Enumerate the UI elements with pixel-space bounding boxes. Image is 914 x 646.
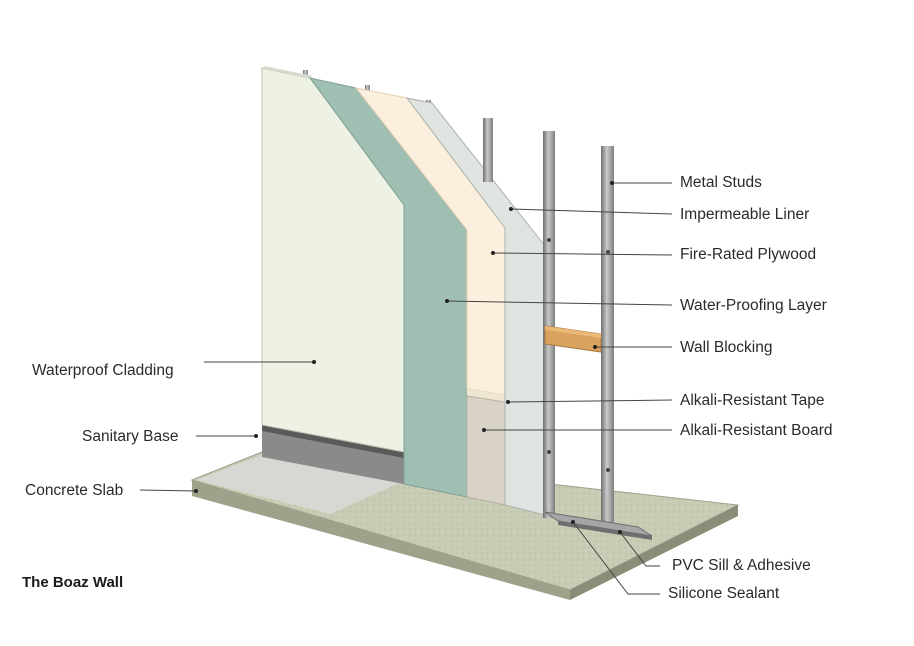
metal-studs bbox=[483, 118, 614, 523]
concrete-slab bbox=[190, 451, 740, 600]
label-pvc-sill-adhesive: PVC Sill & Adhesive bbox=[672, 557, 811, 574]
pvc-sill bbox=[544, 511, 653, 540]
label-silicone-sealant: Silicone Sealant bbox=[668, 585, 780, 602]
waterproof-cladding bbox=[261, 66, 405, 453]
leader-lines bbox=[139, 181, 673, 595]
label-waterproof-cladding: Waterproof Cladding bbox=[32, 362, 174, 379]
label-water-proofing-layer: Water-Proofing Layer bbox=[680, 297, 827, 314]
label-alkali-resistant-tape: Alkali-Resistant Tape bbox=[680, 392, 825, 409]
label-impermeable-liner: Impermeable Liner bbox=[680, 206, 810, 223]
label-alkali-resistant-board: Alkali-Resistant Board bbox=[680, 422, 833, 439]
label-metal-studs: Metal Studs bbox=[680, 174, 762, 191]
label-wall-blocking: Wall Blocking bbox=[680, 339, 773, 356]
diagram-title: The Boaz Wall bbox=[22, 574, 124, 591]
alkali-resistant-board bbox=[466, 395, 506, 506]
label-fire-rated-plywood: Fire-Rated Plywood bbox=[680, 246, 817, 263]
label-sanitary-base: Sanitary Base bbox=[82, 428, 179, 445]
label-concrete-slab: Concrete Slab bbox=[25, 482, 124, 499]
alkali-resistant-tape bbox=[467, 389, 505, 402]
sanitary-base bbox=[262, 425, 404, 484]
wall-blocking bbox=[544, 325, 602, 353]
